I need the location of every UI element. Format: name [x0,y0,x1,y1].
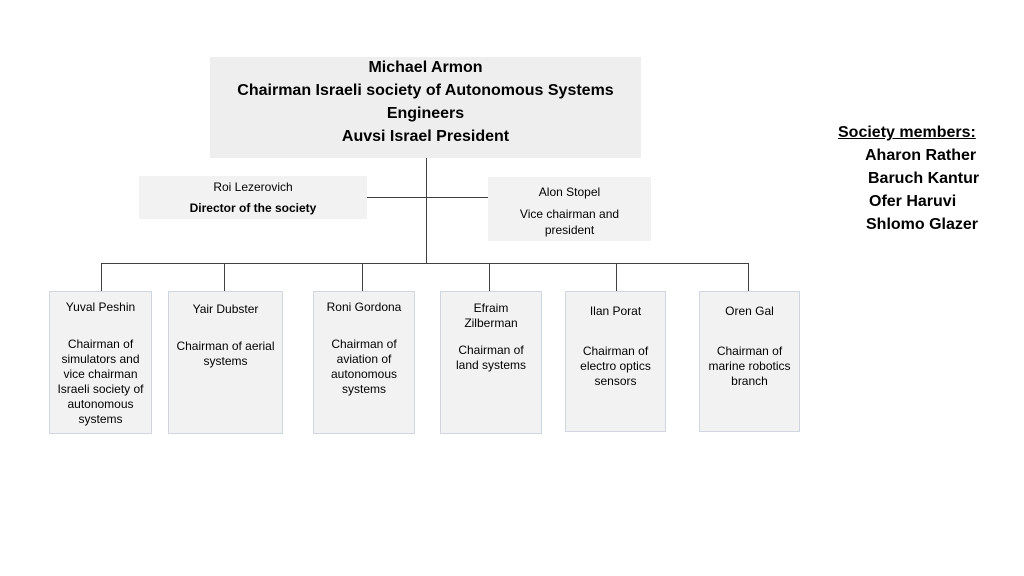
chair-role: Chairman of simulators and vice chairman… [57,337,144,426]
chairman-title-cont: Engineers [386,105,465,122]
chairman-box: Michael Armon Chairman Israeli society o… [210,57,641,158]
director-connector [367,197,488,198]
society-members: Society members: Aharon Rather Baruch Ka… [820,121,1020,236]
chairman-president: Auvsi Israel President [341,128,510,145]
director-name: Roi Lezerovich [213,180,293,194]
chair-name: Ilan Porat [589,304,642,318]
chair-card-3: Roni Gordona Chairman of aviation of aut… [313,291,415,434]
drop-line-6 [748,263,749,291]
member-item: Shlomo Glazer [866,216,979,233]
chair-card-5: Ilan Porat Chairman of electro optics se… [565,291,666,432]
member-item: Baruch Kantur [868,170,980,187]
chair-name: Roni Gordona [326,300,402,314]
chair-name: Efraim Zilberman [464,301,518,330]
bus-line [101,263,749,264]
drop-line-5 [616,263,617,291]
society-members-heading: Society members: [838,124,976,141]
chair-card-6: Oren Gal Chairman of marine robotics bra… [699,291,800,432]
drop-line-4 [489,263,490,291]
chair-name: Yuval Peshin [65,300,136,314]
vice-chairman-box: Alon Stopel Vice chairman and president [488,177,651,241]
chair-role: Chairman of electro optics sensors [580,344,651,388]
drop-line-1 [101,263,102,291]
director-box: Roi Lezerovich Director of the society [139,176,367,219]
chair-card-2: Yair Dubster Chairman of aerial systems [168,291,283,434]
chair-name: Oren Gal [725,304,774,318]
chair-card-4: Efraim Zilberman Chairman of land system… [440,291,542,434]
member-item: Aharon Rather [865,147,977,164]
chair-card-1: Yuval Peshin Chairman of simulators and … [49,291,152,434]
director-role: Director of the society [189,201,317,215]
chair-role: Chairman of aviation of autonomous syste… [330,337,398,396]
trunk-line [426,158,427,264]
chair-role: Chairman of aerial systems [176,339,275,368]
chair-role: Chairman of land systems [455,343,527,372]
member-item: Ofer Haruvi [869,193,957,210]
vice-role: Vice chairman and president [519,207,620,237]
chairman-name: Michael Armon [368,59,483,76]
chairman-title: Chairman Israeli society of Autonomous S… [237,82,614,99]
vice-name: Alon Stopel [538,185,601,199]
chair-role: Chairman of marine robotics branch [708,344,791,388]
drop-line-3 [362,263,363,291]
chair-name: Yair Dubster [192,302,259,316]
drop-line-2 [224,263,225,291]
